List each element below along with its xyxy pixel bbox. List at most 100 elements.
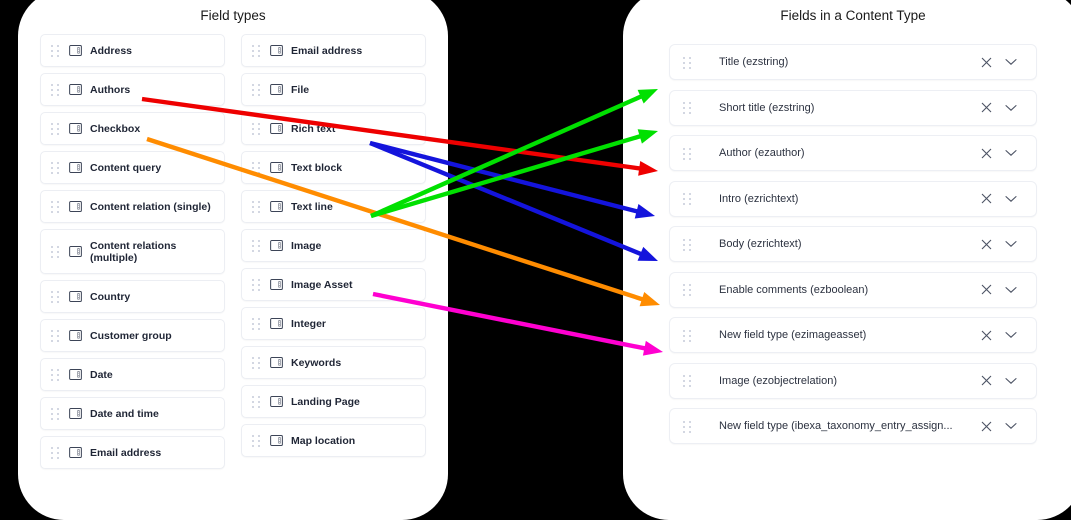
field-type-item[interactable]: Image <box>241 229 426 262</box>
field-type-label: Text block <box>291 161 343 174</box>
field-type-icon <box>69 162 82 173</box>
expand-field-button[interactable] <box>1000 188 1022 210</box>
field-type-label: Country <box>90 290 131 303</box>
content-field-row[interactable]: Short title (ezstring) <box>669 89 1037 126</box>
drag-handle-icon[interactable] <box>252 357 261 369</box>
remove-field-button[interactable] <box>975 370 997 392</box>
remove-field-button[interactable] <box>975 97 997 119</box>
field-type-item[interactable]: Content relations (multiple) <box>40 229 225 274</box>
field-type-item[interactable]: Integer <box>241 307 426 340</box>
field-type-icon <box>270 240 283 251</box>
remove-field-button[interactable] <box>975 279 997 301</box>
field-type-item[interactable]: Checkbox <box>40 112 225 145</box>
field-type-icon <box>270 279 283 290</box>
field-type-item[interactable]: Authors <box>40 73 225 106</box>
field-type-item[interactable]: Keywords <box>241 346 426 379</box>
drag-handle-icon[interactable] <box>683 56 692 69</box>
field-type-item[interactable]: Content query <box>40 151 225 184</box>
field-type-item[interactable]: Customer group <box>40 319 225 352</box>
drag-handle-icon[interactable] <box>252 162 261 174</box>
drag-handle-icon[interactable] <box>683 420 692 433</box>
content-field-row[interactable]: New field type (ezimageasset) <box>669 317 1037 353</box>
field-type-item[interactable]: Content relation (single) <box>40 190 225 223</box>
drag-handle-icon[interactable] <box>252 123 261 135</box>
remove-field-button[interactable] <box>975 142 997 164</box>
drag-handle-icon[interactable] <box>683 147 692 160</box>
field-type-item[interactable]: Email address <box>40 436 225 469</box>
drag-handle-icon[interactable] <box>51 408 60 420</box>
content-field-label: New field type (ibexa_taxonomy_entry_ass… <box>719 420 953 432</box>
expand-field-button[interactable] <box>1000 415 1022 437</box>
drag-handle-icon[interactable] <box>252 201 261 213</box>
drag-handle-icon[interactable] <box>683 284 692 296</box>
field-type-item[interactable]: Rich text <box>241 112 426 145</box>
drag-handle-icon[interactable] <box>51 123 60 135</box>
content-field-row[interactable]: Body (ezrichtext) <box>669 226 1037 262</box>
content-field-row[interactable]: Title (ezstring) <box>669 44 1037 80</box>
drag-handle-icon[interactable] <box>683 375 692 387</box>
drag-handle-icon[interactable] <box>51 291 60 303</box>
expand-field-button[interactable] <box>1000 142 1022 164</box>
field-type-item[interactable]: Text line <box>241 190 426 223</box>
drag-handle-icon[interactable] <box>51 84 60 96</box>
field-type-item[interactable]: Date and time <box>40 397 225 430</box>
field-type-item[interactable]: Date <box>40 358 225 391</box>
drag-handle-icon[interactable] <box>252 240 261 252</box>
field-type-item[interactable]: Text block <box>241 151 426 184</box>
field-type-label: Text line <box>291 200 333 213</box>
content-field-row[interactable]: Author (ezauthor) <box>669 135 1037 171</box>
field-type-item[interactable]: Email address <box>241 34 426 67</box>
field-type-icon <box>270 357 283 368</box>
drag-handle-icon[interactable] <box>252 396 261 408</box>
field-type-item[interactable]: File <box>241 73 426 106</box>
drag-handle-icon[interactable] <box>51 330 60 342</box>
drag-handle-icon[interactable] <box>252 318 261 330</box>
drag-handle-icon[interactable] <box>51 447 60 459</box>
content-type-fields-panel: Fields in a Content Type Title (ezstring… <box>623 0 1071 520</box>
field-type-label: Content query <box>90 161 162 174</box>
expand-field-button[interactable] <box>1000 324 1022 346</box>
drag-handle-icon[interactable] <box>683 238 692 251</box>
remove-field-button[interactable] <box>975 324 997 346</box>
remove-field-button[interactable] <box>975 51 997 73</box>
content-field-row[interactable]: New field type (ibexa_taxonomy_entry_ass… <box>669 408 1037 444</box>
drag-handle-icon[interactable] <box>51 246 60 258</box>
drag-handle-icon[interactable] <box>252 279 261 291</box>
drag-handle-icon[interactable] <box>51 201 60 213</box>
content-field-label: Image (ezobjectrelation) <box>719 374 838 387</box>
field-type-label: Integer <box>291 317 327 330</box>
field-type-item[interactable]: Map location <box>241 424 426 457</box>
expand-field-button[interactable] <box>1000 233 1022 255</box>
field-type-icon <box>69 447 82 458</box>
remove-field-button[interactable] <box>975 233 997 255</box>
remove-field-button[interactable] <box>975 188 997 210</box>
field-type-item[interactable]: Address <box>40 34 225 67</box>
drag-handle-icon[interactable] <box>683 329 692 342</box>
field-type-label: Rich text <box>291 122 336 135</box>
field-type-item[interactable]: Landing Page <box>241 385 426 418</box>
content-field-row[interactable]: Intro (ezrichtext) <box>669 180 1037 217</box>
drag-handle-icon[interactable] <box>51 162 60 174</box>
drag-handle-icon[interactable] <box>51 369 60 381</box>
drag-handle-icon[interactable] <box>252 45 261 57</box>
field-type-label: Email address <box>291 44 363 57</box>
expand-field-button[interactable] <box>1000 370 1022 392</box>
field-type-icon <box>69 246 82 257</box>
drag-handle-icon[interactable] <box>683 102 692 114</box>
drag-handle-icon[interactable] <box>51 45 60 57</box>
content-field-row[interactable]: Enable comments (ezboolean) <box>669 271 1037 308</box>
expand-field-button[interactable] <box>1000 279 1022 301</box>
expand-field-button[interactable] <box>1000 97 1022 119</box>
remove-field-button[interactable] <box>975 415 997 437</box>
drag-handle-icon[interactable] <box>683 193 692 205</box>
expand-field-button[interactable] <box>1000 51 1022 73</box>
field-type-icon <box>270 84 283 95</box>
field-type-label: Keywords <box>291 356 342 369</box>
drag-handle-icon[interactable] <box>252 435 261 447</box>
field-type-icon <box>69 201 82 212</box>
drag-handle-icon[interactable] <box>252 84 261 96</box>
content-field-row[interactable]: Image (ezobjectrelation) <box>669 362 1037 399</box>
field-type-item[interactable]: Country <box>40 280 225 313</box>
field-type-item[interactable]: Image Asset <box>241 268 426 301</box>
